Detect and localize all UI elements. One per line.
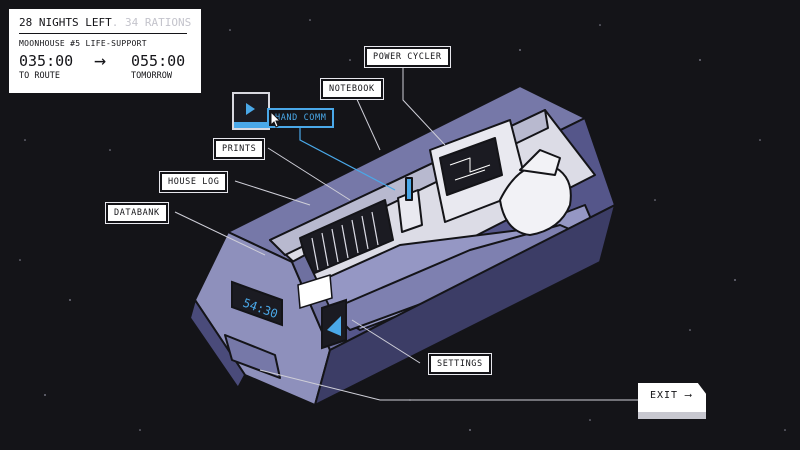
play-icon	[246, 103, 255, 115]
rations-count: . 34 RATIONS	[111, 16, 192, 29]
status-divider	[19, 33, 187, 34]
tomorrow-time: 055:00	[131, 52, 186, 70]
location-label: MOONHOUSE #5 LIFE-SUPPORT	[19, 39, 147, 48]
arrow-icon: →	[94, 48, 107, 72]
status-card: 28 NIGHTS LEFT. 34 RATIONS MOONHOUSE #5 …	[9, 9, 201, 93]
nights-left-row: 28 NIGHTS LEFT. 34 RATIONS	[19, 16, 191, 29]
exit-stripe	[638, 412, 706, 419]
pod-sticker	[297, 274, 333, 309]
route-time: 035:00	[19, 52, 74, 70]
hand-comm-icon[interactable]	[232, 92, 270, 130]
pod-hull	[189, 85, 616, 406]
leader-lines	[174, 64, 638, 401]
plus-icon: +	[35, 92, 41, 102]
label-power-cycler[interactable]: POWER CYCLER	[364, 46, 451, 68]
label-notebook[interactable]: NOTEBOOK	[320, 78, 384, 100]
settings-trigger[interactable]	[321, 298, 347, 350]
hand-comm-icon-bar	[234, 122, 268, 128]
label-databank[interactable]: DATABANK	[105, 202, 169, 224]
nights-left: 28 NIGHTS LEFT	[19, 16, 112, 29]
label-house-log[interactable]: HOUSE LOG	[158, 171, 229, 193]
route-label: TO ROUTE	[19, 71, 60, 81]
label-prints[interactable]: PRINTS	[212, 138, 266, 160]
tomorrow-label: TOMORROW	[131, 71, 172, 81]
label-hand-comm[interactable]: HAND COMM	[267, 108, 335, 128]
cursor-icon	[270, 111, 282, 128]
hand-comm-leader	[299, 123, 396, 191]
starfield	[19, 19, 786, 431]
pod-clock[interactable]: 54:30	[231, 280, 283, 327]
exit-label: EXIT ⟶	[650, 390, 693, 401]
label-settings[interactable]: SETTINGS	[428, 353, 492, 375]
exit-button[interactable]: EXIT ⟶	[638, 383, 706, 419]
